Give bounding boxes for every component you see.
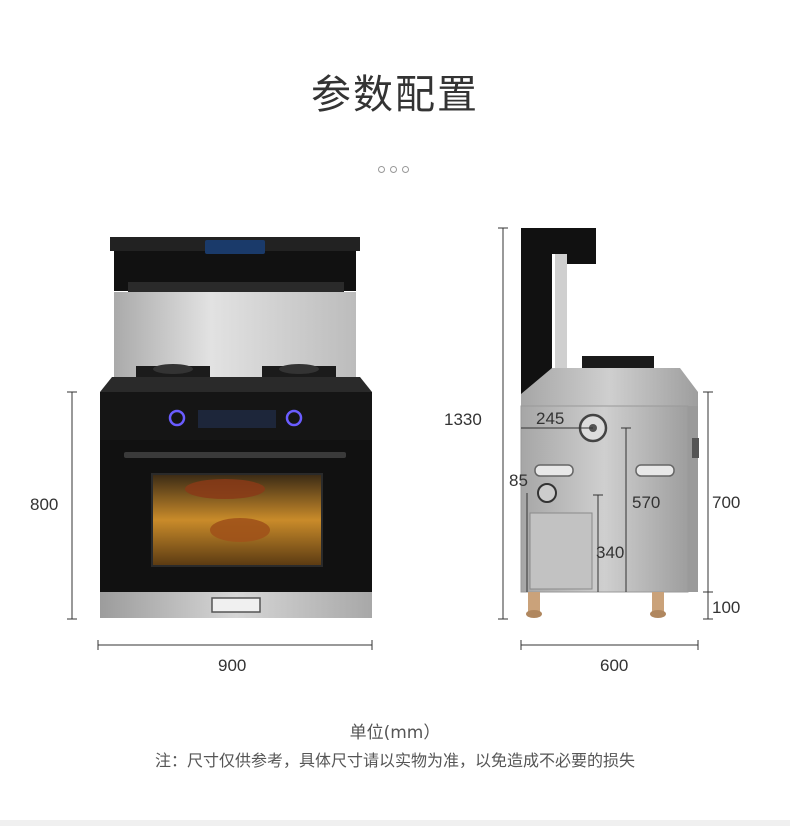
carousel-dots bbox=[378, 166, 409, 173]
lower-panel bbox=[529, 512, 593, 590]
hood-slot bbox=[128, 282, 344, 292]
unit-label: 单位(mm） bbox=[349, 723, 441, 743]
pipe-offset-label: 245 bbox=[536, 409, 565, 428]
side-body-height-label: 700 bbox=[712, 493, 741, 512]
hood-display bbox=[205, 240, 265, 254]
side-body-edge bbox=[688, 406, 698, 592]
side-view-appliance bbox=[520, 228, 699, 618]
knob-right bbox=[285, 409, 303, 427]
oven-handle bbox=[124, 452, 346, 458]
dot bbox=[402, 166, 409, 173]
front-width-label: 900 bbox=[218, 656, 247, 675]
backsplash-side bbox=[555, 254, 567, 402]
front-height-label: 800 bbox=[30, 495, 59, 514]
gas-inlet-label: 85 bbox=[509, 471, 528, 490]
front-dimension-lines bbox=[67, 391, 373, 650]
side-handle bbox=[692, 438, 699, 458]
side-countertop bbox=[521, 368, 698, 406]
cabinet-height-label: 570 bbox=[632, 493, 661, 512]
bottom-divider bbox=[0, 820, 790, 826]
vent-slot-left bbox=[534, 464, 574, 477]
side-dimension-lines bbox=[498, 227, 713, 650]
side-leg-height-label: 100 bbox=[712, 598, 741, 617]
lower-height-label: 340 bbox=[596, 543, 625, 562]
knob-left bbox=[168, 409, 186, 427]
gas-inlet bbox=[537, 483, 557, 503]
base-vent bbox=[211, 597, 261, 613]
hood-column bbox=[521, 228, 596, 405]
vent-slot-right bbox=[635, 464, 675, 477]
dot bbox=[390, 166, 397, 173]
disclaimer-note: 注：尺寸仅供参考，具体尺寸请以实物为准，以免造成不必要的损失 bbox=[154, 751, 635, 770]
leg-right bbox=[652, 592, 664, 612]
side-total-height-label: 1330 bbox=[444, 410, 482, 429]
touch-display bbox=[198, 410, 276, 428]
leg-left bbox=[528, 592, 540, 612]
page-title: 参数配置 bbox=[311, 72, 479, 118]
cooktop bbox=[100, 377, 372, 392]
front-view-appliance bbox=[100, 237, 372, 618]
side-depth-label: 600 bbox=[600, 656, 629, 675]
food-top bbox=[185, 479, 265, 499]
dot bbox=[378, 166, 385, 173]
backsplash bbox=[114, 292, 356, 377]
food-bottom bbox=[210, 518, 270, 542]
